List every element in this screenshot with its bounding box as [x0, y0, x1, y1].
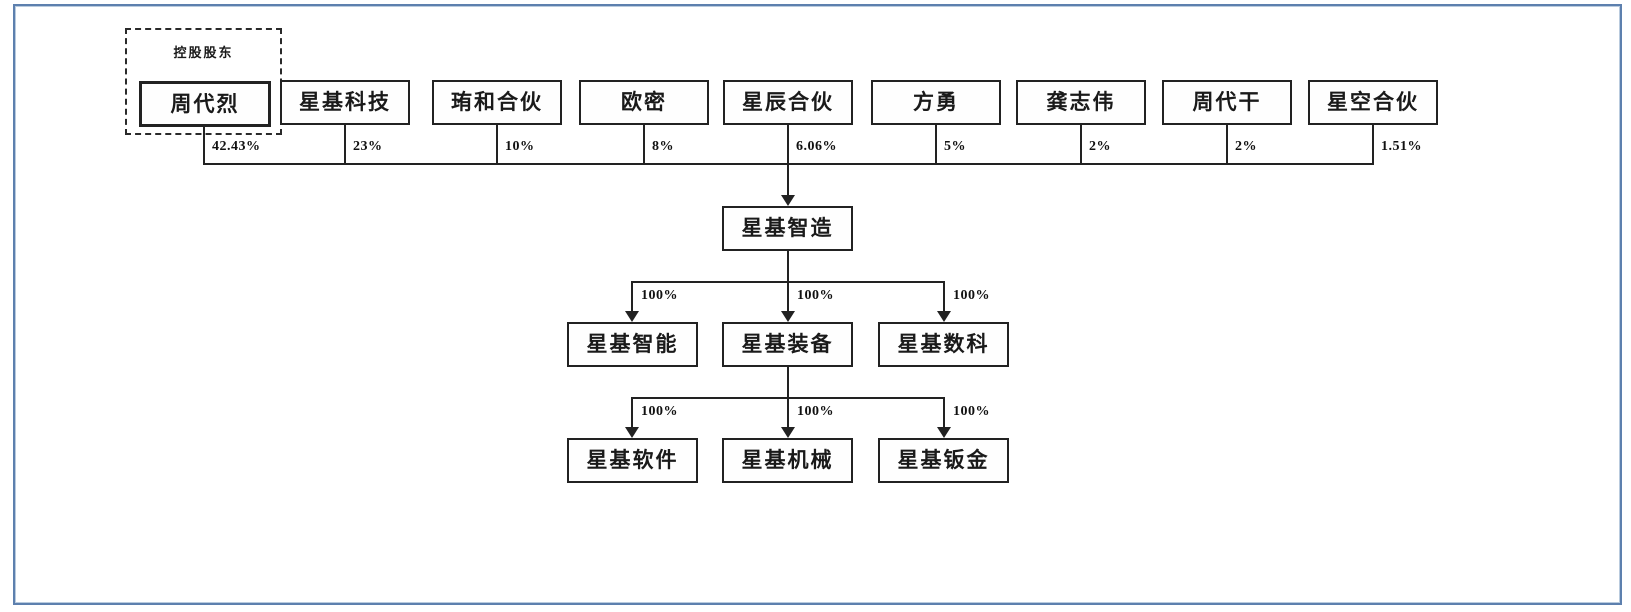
arrowhead-icon [781, 195, 795, 206]
connector-line [787, 281, 789, 312]
node-subsidiary-xingjiruanjian: 星基软件 [567, 438, 698, 483]
connector-line [643, 124, 645, 165]
node-subsidiary-xingjibanjin: 星基钣金 [878, 438, 1009, 483]
node-shareholder-zhoudaigan: 周代干 [1162, 80, 1292, 125]
node-shareholder-gongzhiwei: 龚志伟 [1016, 80, 1146, 125]
connector-line [496, 124, 498, 165]
ownership-percent-label: 100% [797, 288, 834, 303]
node-shareholder-zhoudailie: 周代烈 [139, 81, 271, 127]
controlling-shareholder-label: 控股股东 [173, 45, 234, 60]
ownership-percent-label: 100% [797, 404, 834, 419]
arrowhead-icon [937, 427, 951, 438]
ownership-percent-label: 5% [944, 139, 966, 154]
node-subsidiary-xingjishuke: 星基数科 [878, 322, 1009, 367]
node-shareholder-xingchenhehuo: 星辰合伙 [723, 80, 853, 125]
ownership-percent-label: 8% [652, 139, 674, 154]
ownership-percent-label: 42.43% [212, 139, 261, 154]
node-shareholder-fangyong: 方勇 [871, 80, 1001, 125]
ownership-percent-label: 100% [641, 288, 678, 303]
ownership-percent-label: 100% [953, 404, 990, 419]
connector-line [787, 367, 789, 399]
node-shareholder-xuhehuohuo: 珛和合伙 [432, 80, 562, 125]
node-parent-company: 星基智造 [722, 206, 853, 251]
connector-line [943, 397, 945, 428]
connector-line [935, 124, 937, 165]
node-shareholder-xingjikeji: 星基科技 [280, 80, 410, 125]
connector-line [344, 124, 346, 165]
connector-line [787, 251, 789, 283]
arrowhead-icon [781, 427, 795, 438]
arrowhead-icon [625, 427, 639, 438]
node-shareholder-xingkonghehuo: 星空合伙 [1308, 80, 1438, 125]
node-subsidiary-xingjijixie: 星基机械 [722, 438, 853, 483]
ownership-percent-label: 1.51% [1381, 139, 1422, 154]
ownership-percent-label: 100% [641, 404, 678, 419]
connector-line [631, 281, 633, 312]
node-subsidiary-xingjizhineng: 星基智能 [567, 322, 698, 367]
connector-line [787, 397, 789, 428]
ownership-percent-label: 23% [353, 139, 383, 154]
connector-line [787, 163, 789, 196]
node-subsidiary-xingjizhuangbei: 星基装备 [722, 322, 853, 367]
arrowhead-icon [937, 311, 951, 322]
ownership-percent-label: 2% [1235, 139, 1257, 154]
ownership-percent-label: 2% [1089, 139, 1111, 154]
connector-line [1226, 124, 1228, 165]
ownership-percent-label: 6.06% [796, 139, 837, 154]
connector-line [631, 397, 633, 428]
connector-line [1372, 124, 1374, 165]
connector-line [203, 125, 205, 165]
node-shareholder-oumi: 欧密 [579, 80, 709, 125]
arrowhead-icon [625, 311, 639, 322]
connector-line [1080, 124, 1082, 165]
ownership-percent-label: 10% [505, 139, 535, 154]
ownership-percent-label: 100% [953, 288, 990, 303]
connector-line [787, 124, 789, 165]
arrowhead-icon [781, 311, 795, 322]
connector-line [943, 281, 945, 312]
